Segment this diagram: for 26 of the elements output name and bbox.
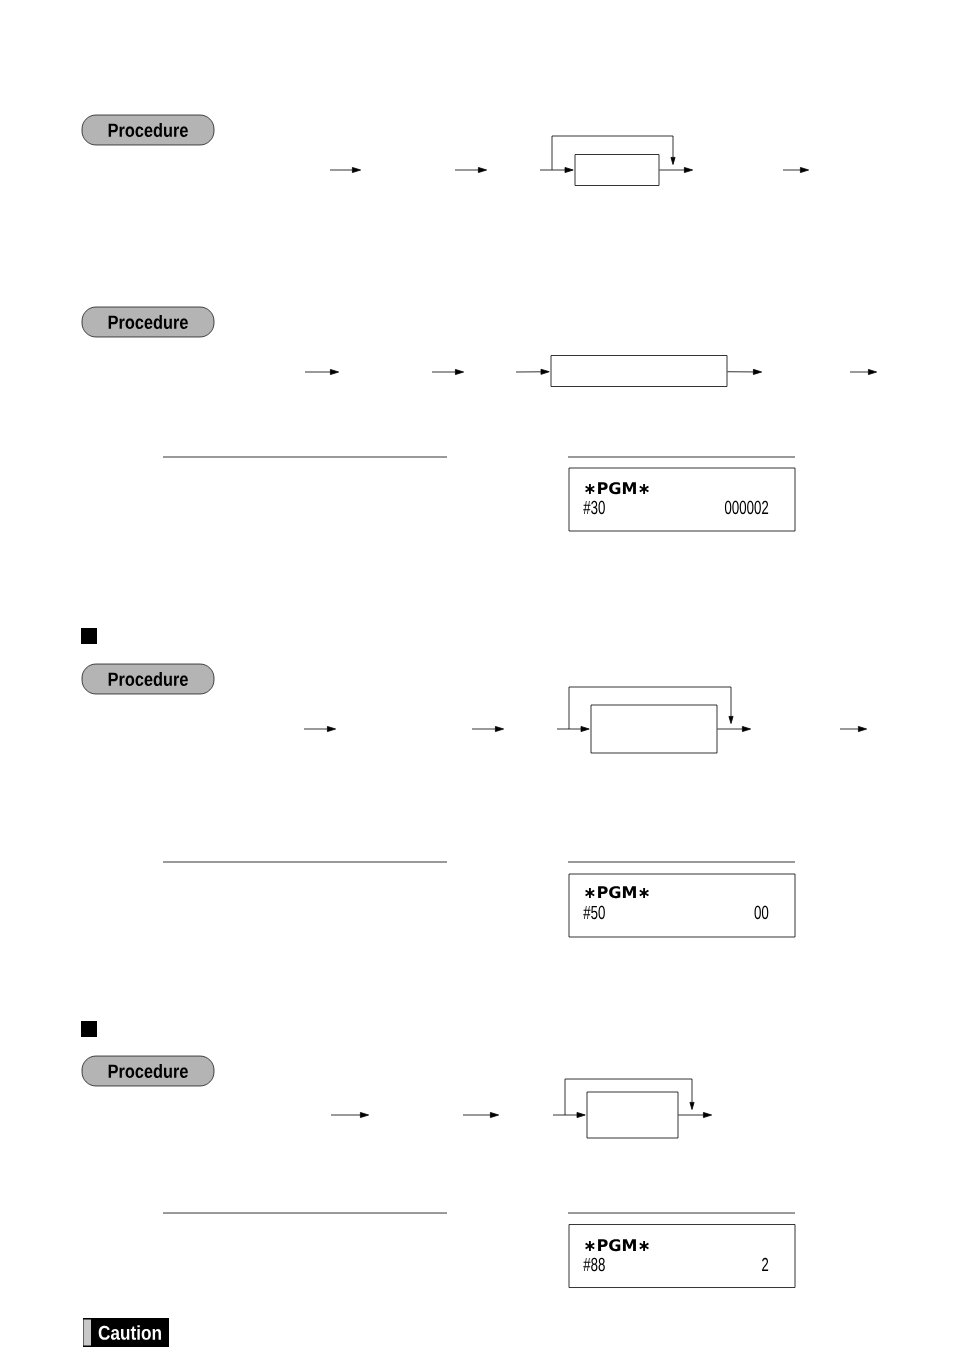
arrow	[717, 726, 751, 732]
process-box	[586, 1091, 679, 1139]
caution-badge: Caution	[83, 1318, 169, 1347]
receipt-text: #30	[583, 500, 605, 515]
process-box	[574, 154, 660, 186]
arrow	[552, 1112, 586, 1118]
receipt-text: ∗PGM∗	[585, 886, 649, 899]
receipt-text: 2	[762, 1257, 769, 1271]
receipt-text: ∗PGM∗	[585, 482, 649, 495]
procedure-badge: Procedure	[81, 114, 215, 146]
arrow	[678, 1112, 712, 1118]
receipt-text: 00	[754, 905, 769, 920]
receipt-text: 000002	[724, 500, 769, 515]
arrow	[727, 368, 762, 375]
receipt-text: #50	[583, 905, 605, 920]
receipt-text: ∗PGM∗	[585, 1239, 649, 1252]
procedure-badge: Procedure	[81, 1055, 215, 1087]
procedure-badge: Procedure	[81, 306, 215, 338]
arrow	[539, 167, 574, 173]
procedure-badge: Procedure	[81, 663, 215, 695]
process-box	[550, 355, 728, 387]
arrow	[659, 167, 693, 173]
receipt-text: #88	[583, 1257, 605, 1272]
process-box	[590, 704, 718, 754]
arrow	[556, 726, 590, 732]
arrow	[515, 368, 550, 375]
